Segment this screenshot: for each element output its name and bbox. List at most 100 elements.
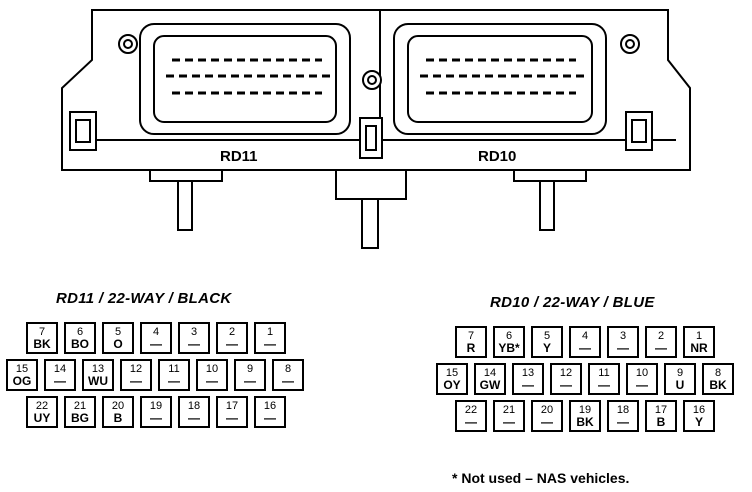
wire-color-code: U — [675, 378, 685, 392]
connector-1-pin-20: 20— — [531, 400, 563, 432]
connector-1-pin-10: 10— — [626, 363, 658, 395]
connector-0-pin-17: 17— — [216, 396, 248, 428]
pin-number: 16 — [692, 404, 706, 416]
pin-number: 15 — [445, 367, 459, 379]
wire-color-code: UY — [33, 411, 51, 425]
wire-color-code: — — [226, 411, 238, 425]
footnote: * Not used – NAS vehicles. — [452, 470, 630, 486]
wire-color-code: — — [522, 378, 534, 392]
ecu-label-rd11: RD11 — [220, 148, 258, 165]
connector-0-pin-2: 2— — [216, 322, 248, 354]
pin-number: 22 — [464, 404, 478, 416]
wire-color-code: BG — [71, 411, 89, 425]
wire-color-code: NR — [690, 341, 708, 355]
pin-number: 11 — [598, 367, 610, 379]
pin-number: 7 — [467, 330, 475, 342]
pin-number: 20 — [540, 404, 554, 416]
connector-1-pin-3: 3— — [607, 326, 639, 358]
pin-number: 8 — [714, 367, 722, 379]
wire-color-code: — — [188, 411, 200, 425]
connector-1-pin-12: 12— — [550, 363, 582, 395]
pin-number: 17 — [225, 400, 239, 412]
wire-color-code: WU — [88, 374, 108, 388]
pin-number: 19 — [149, 400, 163, 412]
connector-1-pin-13: 13— — [512, 363, 544, 395]
pin-number: 13 — [91, 363, 105, 375]
wire-color-code: — — [617, 415, 629, 429]
pin-number: 17 — [654, 404, 668, 416]
connector-0-pin-4: 4— — [140, 322, 172, 354]
wire-color-code: OG — [12, 374, 32, 388]
wire-color-code: — — [150, 411, 162, 425]
pin-number: 21 — [502, 404, 516, 416]
pin-number: 6 — [76, 326, 84, 338]
wire-color-code: — — [617, 341, 629, 355]
wire-color-code: OY — [443, 378, 461, 392]
pin-number: 18 — [187, 400, 201, 412]
pin-number: 4 — [581, 330, 589, 342]
pin-number: 14 — [53, 363, 67, 375]
wire-color-code: BK — [33, 337, 51, 351]
wire-color-code: R — [466, 341, 476, 355]
wire-color-code: BK — [709, 378, 727, 392]
connector-0-pin-14: 14— — [44, 359, 76, 391]
wire-color-code: B — [113, 411, 123, 425]
pin-number: 3 — [619, 330, 627, 342]
connector-0-pin-12: 12— — [120, 359, 152, 391]
wire-color-code: Y — [542, 341, 551, 355]
connector-0-pin-18: 18— — [178, 396, 210, 428]
wire-color-code: — — [541, 415, 553, 429]
pin-number: 15 — [15, 363, 29, 375]
connector-1-pin-21: 21— — [493, 400, 525, 432]
connector-0-pin-8: 8— — [272, 359, 304, 391]
connector-1-pin-22: 22— — [455, 400, 487, 432]
wire-color-code: — — [188, 337, 200, 351]
pin-number: 4 — [152, 326, 160, 338]
connector-0-pin-11: 11— — [158, 359, 190, 391]
pin-number: 16 — [263, 400, 277, 412]
wire-color-code: — — [503, 415, 515, 429]
wire-color-code: — — [264, 337, 276, 351]
wire-color-code: B — [656, 415, 666, 429]
wire-color-code: — — [226, 337, 238, 351]
pin-number: 2 — [657, 330, 665, 342]
connector-title-rd10: RD10 / 22-WAY / BLUE — [490, 294, 655, 311]
connector-0-pin-3: 3— — [178, 322, 210, 354]
wire-color-code: BK — [576, 415, 594, 429]
pin-number: 5 — [543, 330, 551, 342]
connector-1-pin-2: 2— — [645, 326, 677, 358]
pin-number: 9 — [676, 367, 684, 379]
pin-number: 22 — [35, 400, 49, 412]
connector-1-pin-11: 11— — [588, 363, 620, 395]
wire-color-code: — — [655, 341, 667, 355]
connector-0-pin-10: 10— — [196, 359, 228, 391]
connector-1-pin-4: 4— — [569, 326, 601, 358]
pin-number: 12 — [129, 363, 143, 375]
wire-color-code: — — [168, 374, 180, 388]
connector-0-pin-1: 1— — [254, 322, 286, 354]
wire-color-code: — — [244, 374, 256, 388]
pin-number: 2 — [228, 326, 236, 338]
pin-number: 20 — [111, 400, 125, 412]
connector-title-rd11: RD11 / 22-WAY / BLACK — [56, 290, 232, 307]
wire-color-code: — — [130, 374, 142, 388]
wire-color-code: — — [579, 341, 591, 355]
pin-number: 18 — [616, 404, 630, 416]
pin-number: 14 — [483, 367, 497, 379]
connector-0-pin-9: 9— — [234, 359, 266, 391]
pin-number: 1 — [695, 330, 703, 342]
